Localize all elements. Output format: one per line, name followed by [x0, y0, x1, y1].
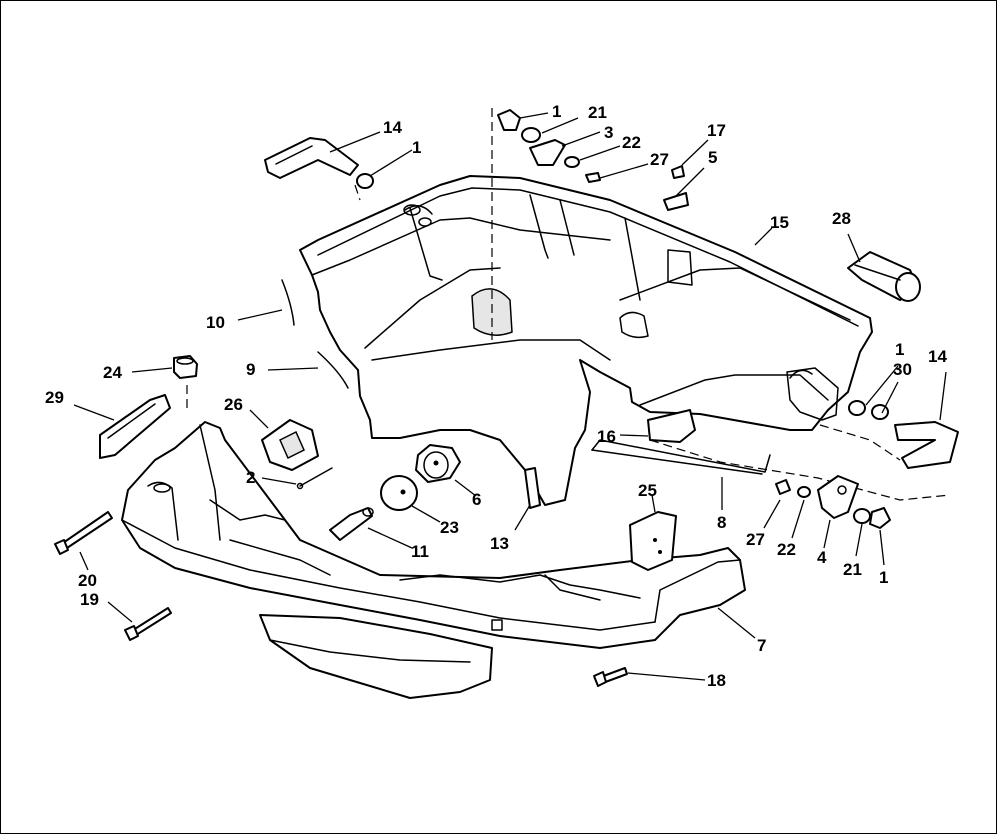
washer-23	[380, 475, 418, 511]
assembly-lines	[186, 108, 951, 501]
callout-11: 11	[411, 542, 429, 561]
plate-25	[629, 511, 677, 571]
callout-1-right: 1	[895, 340, 904, 359]
callout-9: 9	[246, 360, 255, 379]
callout-24: 24	[103, 363, 122, 382]
callout-20: 20	[78, 571, 97, 590]
callout-1-bottom: 1	[879, 568, 888, 587]
callout-29: 29	[45, 388, 64, 407]
callout-labels: 1 21 3 22 27 17 5 14 1 15 28 10 9 24 29 …	[45, 102, 947, 690]
callout-6: 6	[472, 490, 481, 509]
callout-2: 2	[246, 468, 255, 487]
callout-23: 23	[440, 518, 459, 537]
callout-25: 25	[638, 481, 657, 500]
callout-16: 16	[597, 427, 616, 446]
grommet-30	[848, 400, 889, 420]
callout-15: 15	[770, 213, 789, 232]
callout-18: 18	[707, 671, 726, 690]
callout-19: 19	[80, 590, 99, 609]
latch-4	[817, 475, 859, 519]
handle-14-left	[264, 137, 359, 179]
bracket-9	[317, 351, 349, 389]
callout-1-top: 1	[552, 102, 561, 121]
callout-22-right: 22	[777, 540, 796, 559]
lower-cover	[121, 421, 746, 699]
right-fasteners	[775, 479, 891, 529]
screw-19	[124, 607, 172, 641]
callout-14-left: 14	[383, 118, 402, 137]
callout-4: 4	[817, 548, 827, 567]
callout-21-top: 21	[588, 103, 607, 122]
callout-26: 26	[224, 395, 243, 414]
leader-lines	[73, 112, 947, 681]
tube-28	[847, 251, 921, 302]
callout-30: 30	[893, 360, 912, 379]
callout-7: 7	[757, 636, 766, 655]
grommet-6	[415, 444, 461, 483]
callout-5: 5	[708, 148, 717, 167]
pin-2	[296, 467, 333, 490]
callout-21-right: 21	[843, 560, 862, 579]
top-fasteners	[497, 109, 689, 211]
callout-27-right: 27	[746, 530, 765, 549]
mount-26	[261, 419, 319, 471]
screw-18	[593, 667, 628, 687]
lever-16	[647, 409, 696, 443]
screw-20	[54, 511, 113, 555]
callout-8: 8	[717, 513, 726, 532]
bracket-10	[281, 279, 295, 326]
block-24	[173, 355, 198, 379]
bracket-29	[99, 394, 171, 459]
stud-11	[329, 507, 374, 541]
grommet-1-left	[356, 173, 374, 189]
callout-3: 3	[604, 123, 613, 142]
callout-17: 17	[707, 121, 726, 140]
callout-1-left: 1	[412, 138, 421, 157]
callout-28: 28	[832, 209, 851, 228]
callout-22-top: 22	[622, 133, 641, 152]
callout-27-top: 27	[650, 150, 669, 169]
handle-14-right	[894, 421, 959, 469]
rod-8	[591, 439, 771, 475]
clip-13	[524, 467, 541, 509]
callout-10: 10	[206, 313, 225, 332]
callout-14-right: 14	[928, 347, 947, 366]
callout-13: 13	[490, 534, 509, 553]
